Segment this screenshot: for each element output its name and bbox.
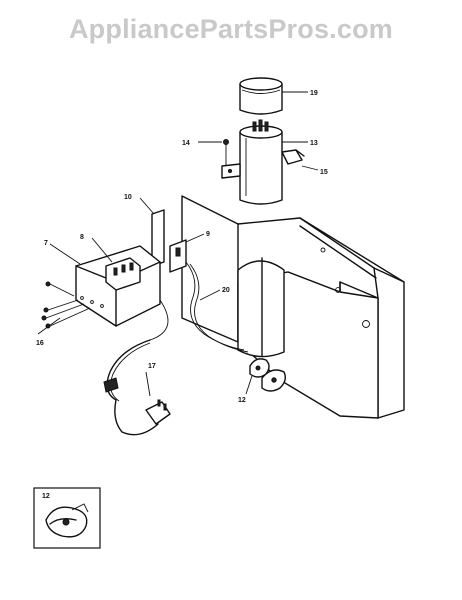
- watermark-text: AppliancePartsPros.com: [68, 14, 393, 44]
- callout-12: 12: [238, 397, 246, 404]
- main-panel: [181, 195, 405, 419]
- callout-20: 20: [222, 287, 230, 294]
- callout-9: 9: [206, 231, 210, 238]
- part-9-switch[interactable]: [169, 239, 187, 273]
- callout-8: 8: [80, 234, 84, 241]
- callout-14: 14: [182, 140, 190, 147]
- part-20-wire-harness[interactable]: [149, 261, 249, 353]
- part-15-bracket[interactable]: [221, 149, 305, 179]
- callout-16: 16: [36, 340, 44, 347]
- part-13-capacitor[interactable]: [239, 119, 283, 205]
- callout-13: 13: [310, 140, 318, 147]
- inset-part-12[interactable]: [33, 487, 101, 549]
- callout-15: 15: [320, 169, 328, 176]
- inset-callout-12: 12: [42, 493, 50, 500]
- callout-17: 17: [148, 363, 156, 370]
- part-19-capacitor-cap[interactable]: [239, 77, 283, 115]
- control-box[interactable]: [75, 245, 161, 327]
- callout-10: 10: [124, 194, 132, 201]
- part-10-bracket[interactable]: [151, 209, 165, 267]
- part-17-power-cord[interactable]: [103, 339, 171, 436]
- part-12-clip[interactable]: [249, 358, 287, 392]
- callout-7: 7: [44, 240, 48, 247]
- callout-19: 19: [310, 90, 318, 97]
- part-16-screws[interactable]: [37, 281, 91, 335]
